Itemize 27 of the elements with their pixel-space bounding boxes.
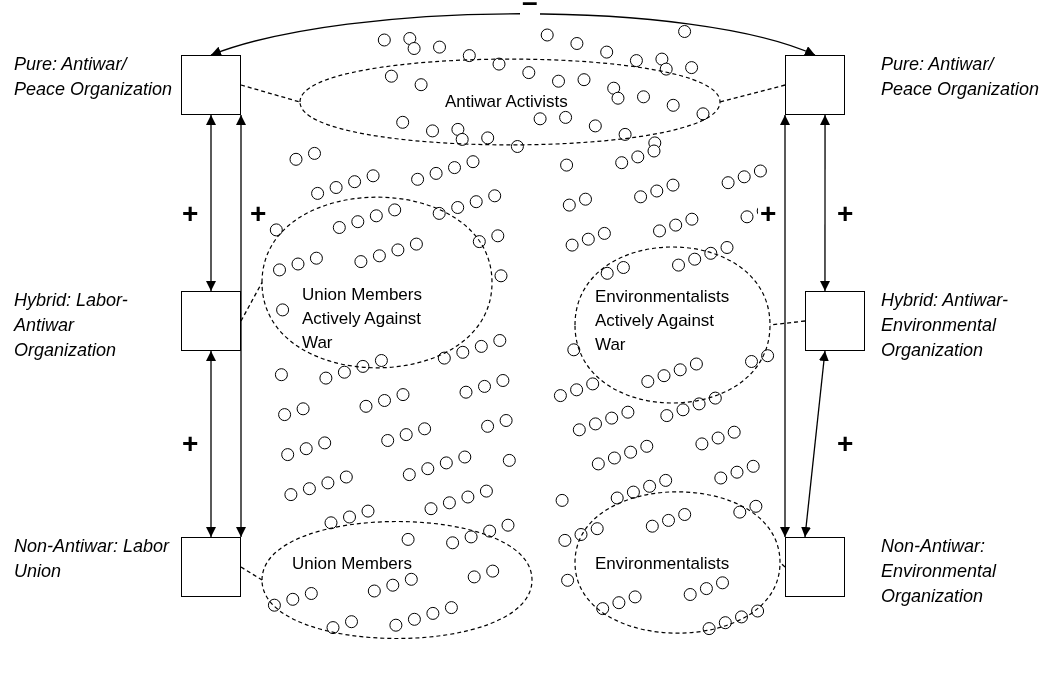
- dashed-line: [240, 84, 301, 103]
- dashed-line: [779, 561, 786, 568]
- group-outline: [300, 58, 720, 146]
- arrow: [780, 114, 790, 538]
- box-caption: Pure: Antiwar/ Peace Organization: [14, 53, 174, 101]
- box-caption: Non-Antiwar: Labor Union: [14, 535, 171, 583]
- arrow: [206, 350, 216, 538]
- arrow: [206, 114, 216, 292]
- group-outline: [575, 245, 770, 405]
- group-label: Union Members Actively Against War: [302, 284, 423, 354]
- arrow: [210, 13, 816, 57]
- group-label: Antiwar Activists: [445, 91, 569, 113]
- arrow: [801, 350, 829, 538]
- box-caption: Hybrid: Antiwar- Environmental Organization: [881, 289, 1010, 362]
- arrow: [820, 114, 830, 292]
- box-caption: Non-Antiwar: Environmental Organization: [881, 535, 998, 608]
- dashed-line: [719, 84, 786, 103]
- group-outline: [262, 520, 532, 640]
- box-caption: Hybrid: Labor-Antiwar Organization: [14, 289, 129, 362]
- group-label: Union Members: [292, 553, 413, 575]
- box-caption: Pure: Antiwar/ Peace Organization: [881, 53, 1041, 101]
- group-label: Environmentalists Actively Against War: [595, 286, 731, 356]
- group-outline: [575, 490, 780, 635]
- group-label: Environmentalists: [595, 553, 731, 575]
- arrow: [236, 114, 246, 538]
- dashed-line: [240, 566, 263, 581]
- edge-label: –: [520, 0, 540, 16]
